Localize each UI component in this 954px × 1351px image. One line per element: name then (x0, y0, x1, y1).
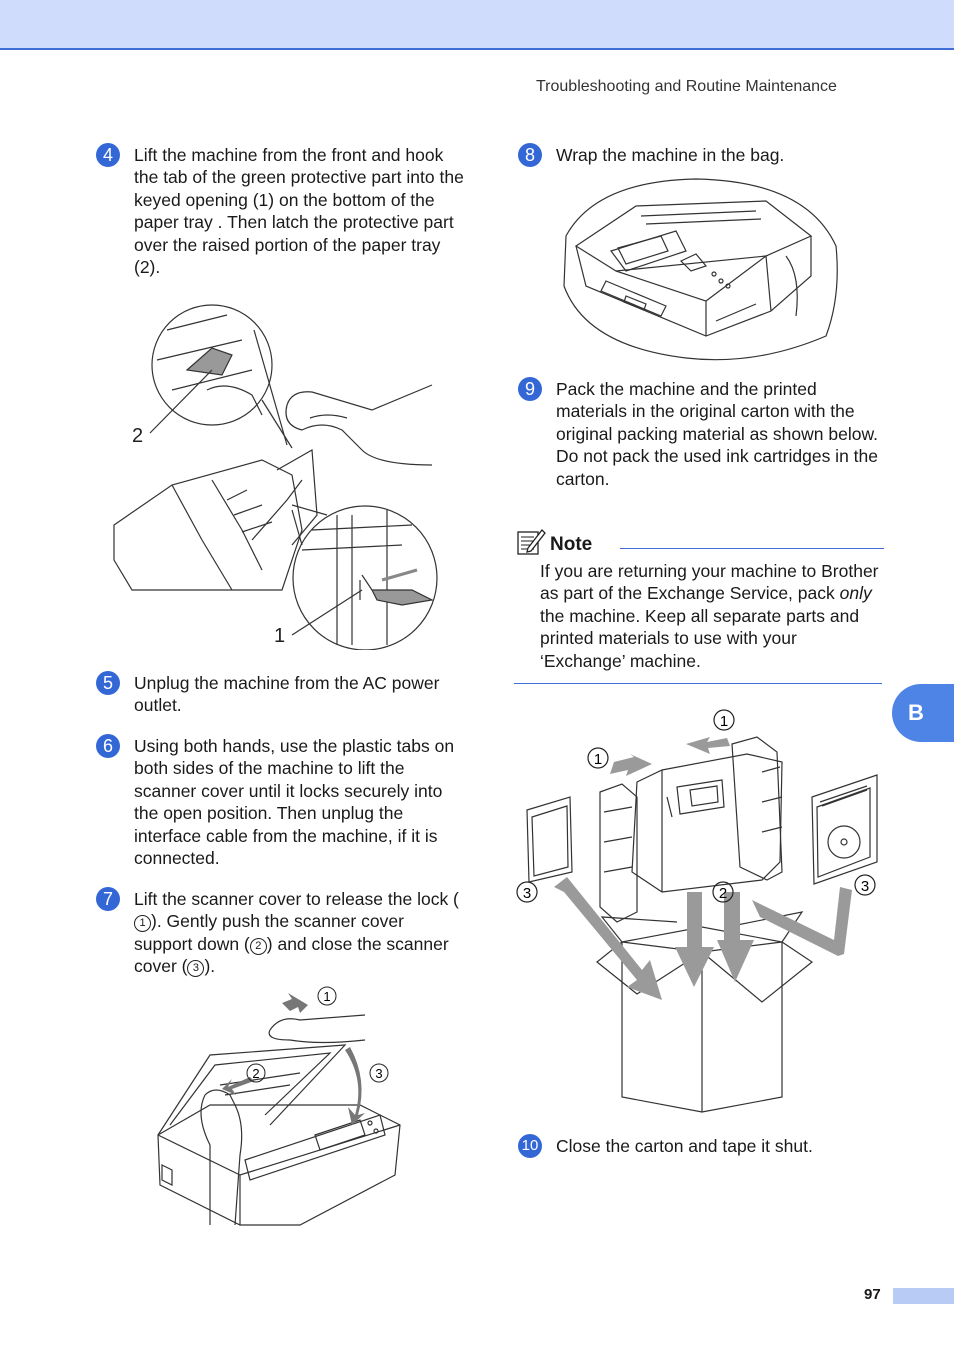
callout-2: 2 (132, 425, 143, 447)
callout-3-left: 3 (523, 885, 531, 902)
callout-2: 2 (719, 885, 727, 902)
step-number-badge: 8 (518, 143, 542, 167)
arrow-push-icon (222, 1077, 254, 1095)
circled-number-2: 2 (249, 937, 267, 955)
arrow-close-icon (345, 1047, 365, 1125)
arrow-cushion-right-icon (686, 737, 730, 754)
bag-outline (563, 178, 838, 361)
leader-1 (291, 589, 363, 636)
pencil-note-icon (517, 529, 546, 555)
zoom-circle-top (151, 304, 273, 426)
note-rule-bottom (514, 683, 882, 684)
callout-1-right: 1 (720, 713, 728, 730)
machine-outline (113, 459, 303, 591)
figure-machine-in-bag (563, 178, 838, 361)
carton-flap-right (701, 941, 814, 1003)
figure-packing-carton: 1 1 2 3 3 (516, 709, 878, 1113)
step-text: Lift the machine from the front and hook… (134, 145, 464, 278)
figure-close-scanner-cover: 1 2 3 (157, 986, 401, 1226)
step-4: 4 Lift the machine from the front and ho… (96, 143, 464, 278)
step-text: Lift the scanner cover to release the lo… (134, 889, 459, 978)
header-band (0, 0, 954, 50)
callout-2: 2 (252, 1066, 259, 1081)
step-6: 6 Using both hands, use the plastic tabs… (96, 734, 464, 869)
carton-flap-left (596, 941, 703, 995)
cushion-left (599, 783, 638, 923)
arrow-left-icon (554, 877, 662, 1000)
step-text: Wrap the machine in the bag. (556, 145, 785, 165)
step-text-2: Do not pack the used ink cartridges in t… (556, 446, 878, 489)
step-text-1: Pack the machine and the printed materia… (556, 379, 878, 444)
circled-number-3: 3 (187, 960, 205, 978)
leader-2 (149, 369, 213, 434)
accessory-bag-right (811, 774, 878, 885)
note-emphasis: only (839, 583, 872, 604)
step-8: 8 Wrap the machine in the bag. (518, 143, 886, 167)
figure-green-protective-part: 2 1 (113, 304, 438, 650)
chapter-tab-b[interactable]: B (892, 684, 954, 742)
step-number-badge: 9 (518, 377, 542, 401)
chapter-tab-label: B (908, 700, 924, 725)
step-5: 5 Unplug the machine from the AC power o… (96, 671, 464, 717)
step-text: Close the carton and tape it shut. (556, 1136, 813, 1156)
running-title: Troubleshooting and Routine Maintenance (536, 78, 837, 95)
callout-3-right: 3 (861, 878, 869, 895)
step-10: 10 Close the carton and tape it shut. (518, 1134, 886, 1158)
note-body: If you are returning your machine to Bro… (540, 561, 879, 671)
footer-bar (893, 1288, 954, 1304)
note-title: Note (550, 534, 593, 555)
callout-1: 1 (274, 625, 285, 647)
printer-outline (631, 753, 783, 893)
step-text: Unplug the machine from the AC power out… (134, 673, 440, 716)
step-number-badge: 5 (96, 671, 120, 695)
step-9: 9 Pack the machine and the printed mater… (518, 377, 886, 490)
hand-left (200, 1094, 243, 1226)
arrow-lift-icon (282, 993, 308, 1013)
arrow-center-right-icon (717, 892, 754, 982)
step-number-badge: 6 (96, 734, 120, 758)
step-number-badge: 4 (96, 143, 120, 167)
zoom-circle-bottom (292, 505, 438, 650)
note-header: Note (516, 528, 884, 558)
note-rule-top (620, 548, 884, 549)
arrow-center-icon (675, 892, 714, 987)
machine-outline (574, 200, 813, 272)
scanner-lid (157, 1044, 347, 1136)
step-text: Using both hands, use the plastic tabs o… (134, 736, 455, 869)
hand-outline (286, 384, 433, 411)
callout-3: 3 (375, 1066, 382, 1081)
accessory-bag-left (526, 796, 573, 883)
cushion-right (731, 736, 783, 881)
arrow-cushion-left-icon (610, 754, 652, 776)
arrow-right-icon (752, 887, 852, 956)
circled-number-1: 1 (134, 915, 151, 933)
step-number-badge: 10 (518, 1134, 542, 1158)
machine-outline (157, 1104, 401, 1226)
callout-1: 1 (323, 989, 330, 1004)
page-number: 97 (864, 1286, 881, 1303)
hand-right (269, 1014, 366, 1044)
step-number-badge: 7 (96, 887, 120, 911)
callout-1-left: 1 (594, 751, 602, 768)
step-7: 7 Lift the scanner cover to release the … (96, 887, 466, 978)
